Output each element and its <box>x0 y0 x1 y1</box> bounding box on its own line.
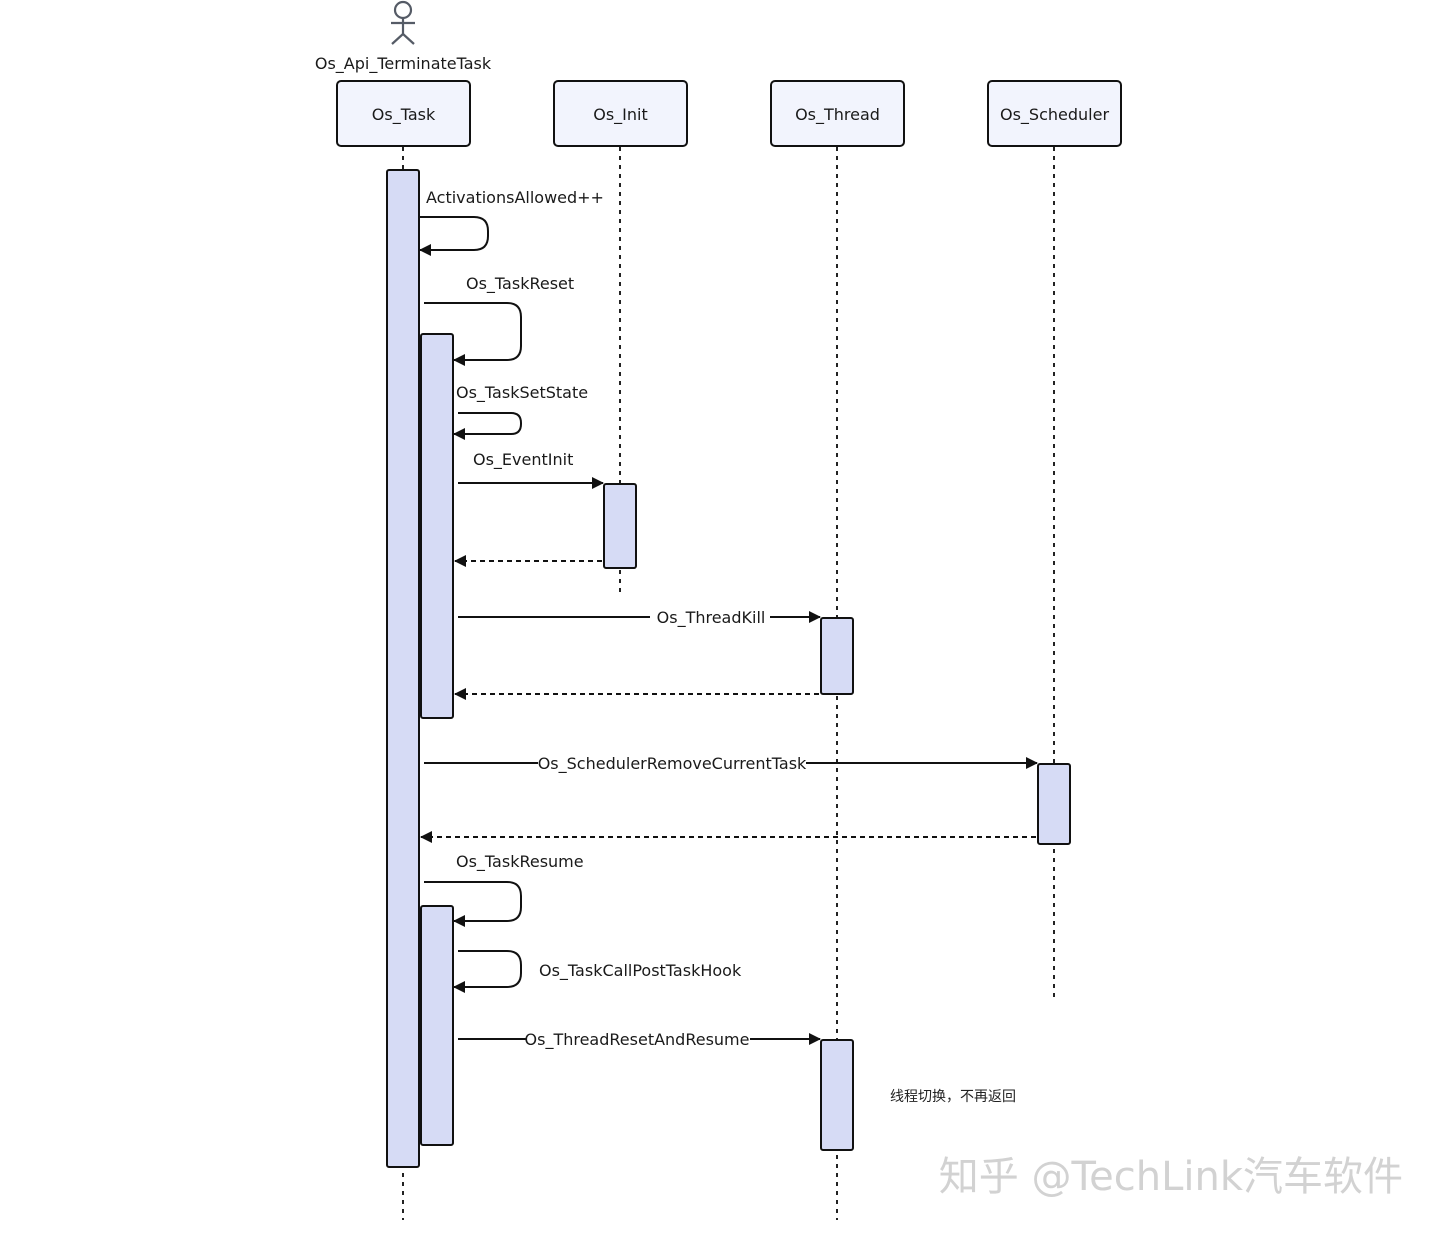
participant-os-scheduler: Os_Scheduler <box>987 80 1122 147</box>
participant-label: Os_Task <box>372 105 436 125</box>
participant-os-task: Os_Task <box>336 80 471 147</box>
participant-os-thread: Os_Thread <box>770 80 905 147</box>
message-label: Os_TaskResume <box>456 852 584 872</box>
message-activations-allowed: ActivationsAllowed++ <box>419 188 604 256</box>
message-os-thread-kill: Os_ThreadKill <box>458 604 821 630</box>
message-os-thread-reset-and-resume: Os_ThreadResetAndResume <box>458 1026 821 1052</box>
participant-os-init: Os_Init <box>553 80 688 147</box>
message-os-event-init: Os_EventInit <box>458 450 604 489</box>
activation-bar-os-thread-kill <box>820 617 854 695</box>
activation-bar-os-thread-resume <box>820 1039 854 1151</box>
message-label: Os_ThreadKill <box>657 608 766 628</box>
message-label: Os_SchedulerRemoveCurrentTask <box>538 754 807 774</box>
message-os-task-set-state: Os_TaskSetState <box>453 383 588 440</box>
message-os-task-call-post-task-hook: Os_TaskCallPostTaskHook <box>453 950 742 993</box>
message-os-task-resume: Os_TaskResume <box>424 852 584 927</box>
activation-bar-os-task-reset <box>420 333 454 719</box>
activation-bar-os-scheduler <box>1037 763 1071 845</box>
actor-label: Os_Api_TerminateTask <box>315 54 492 74</box>
participant-label: Os_Init <box>593 105 648 125</box>
message-label: ActivationsAllowed++ <box>426 188 604 207</box>
actor: Os_Api_TerminateTask <box>315 0 492 74</box>
message-os-scheduler-remove-current-task: Os_SchedulerRemoveCurrentTask <box>424 750 1038 776</box>
message-label: Os_ThreadResetAndResume <box>525 1030 750 1050</box>
activation-bar-os-init <box>603 483 637 569</box>
message-label: Os_EventInit <box>473 450 573 470</box>
note-text: 线程切换，不再返回 <box>890 1088 1016 1105</box>
message-label: Os_TaskReset <box>466 274 574 294</box>
activation-bar-os-task-main <box>386 169 420 1168</box>
stick-figure-icon <box>391 0 415 45</box>
message-label: Os_TaskSetState <box>456 383 588 403</box>
watermark: 知乎 @TechLink汽车软件 <box>939 1154 1403 1200</box>
participant-label: Os_Thread <box>795 105 880 125</box>
participant-label: Os_Scheduler <box>1000 105 1109 125</box>
activation-bar-os-task-resume <box>420 905 454 1146</box>
message-label: Os_TaskCallPostTaskHook <box>539 961 742 981</box>
message-os-task-reset: Os_TaskReset <box>424 274 574 366</box>
